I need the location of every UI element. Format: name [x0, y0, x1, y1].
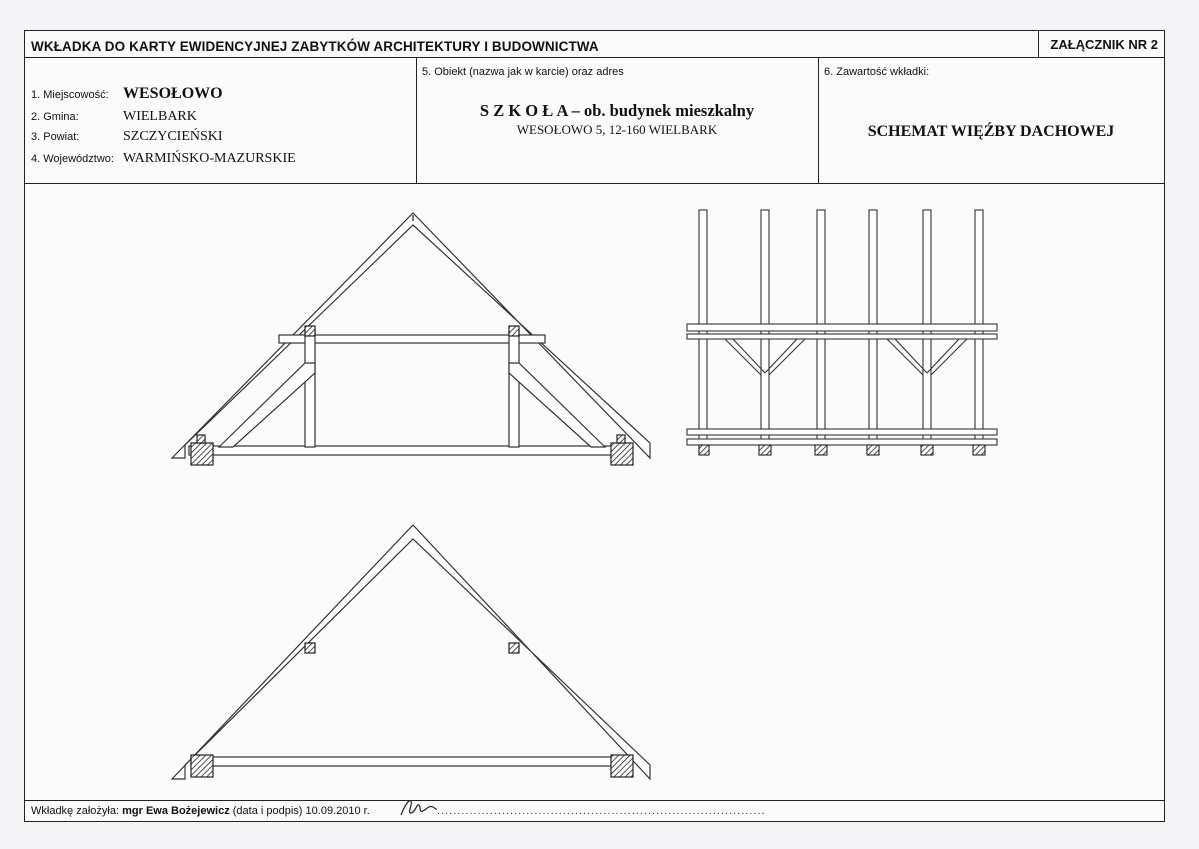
footer-row: Wkładkę założyła: mgr Ewa Bożejewicz (da…: [25, 800, 1164, 821]
object-label: 5. Obiekt (nazwa jak w karcie) oraz adre…: [422, 66, 624, 78]
author-name: mgr Ewa Bożejewicz: [122, 805, 230, 817]
truss-elevation: [686, 209, 998, 456]
annex-label: ZAŁĄCZNIK NR 2: [1038, 31, 1164, 57]
author-suffix: (data i podpis): [232, 805, 303, 817]
voivodeship-value: WARMIŃSKO-MAZURSKIE: [123, 151, 296, 166]
truss-section-simple: [170, 524, 651, 781]
contents-cell: 6. Zawartość wkładki: SCHEMAT WIĘŹBY DAC…: [818, 57, 1164, 183]
record-sheet: WKŁADKA DO KARTY EWIDENCYJNEJ ZABYTKÓW A…: [24, 30, 1165, 822]
voivodeship-field: 4. Województwo: WARMIŃSKO-MAZURSKIE: [31, 151, 296, 167]
voivodeship-label: 4. Województwo:: [31, 153, 114, 165]
sheet-title: WKŁADKA DO KARTY EWIDENCYJNEJ ZABYTKÓW A…: [31, 39, 599, 54]
author-line: Wkładkę założyła: mgr Ewa Bożejewicz (da…: [31, 805, 370, 817]
object-name: S Z K O Ł A – ob. budynek mieszkalny: [479, 101, 755, 120]
info-row: 1. Miejscowość: WESOŁOWO 2. Gmina: WIELBAR…: [25, 57, 1164, 184]
county-field: 3. Powiat: SZCZYCIEŃSKI: [31, 129, 223, 145]
county-value: SZCZYCIEŃSKI: [123, 129, 223, 144]
contents-title: SCHEMAT WIĘŹBY DACHOWEJ: [867, 123, 1115, 140]
header-row: WKŁADKA DO KARTY EWIDENCYJNEJ ZABYTKÓW A…: [25, 31, 1164, 58]
commune-label: 2. Gmina:: [31, 111, 79, 123]
signature: [400, 800, 438, 816]
contents-label: 6. Zawartość wkładki:: [824, 66, 930, 78]
locality-value: WESOŁOWO: [123, 85, 223, 102]
commune-value: WIELBARK: [123, 109, 197, 124]
county-label: 3. Powiat:: [31, 131, 80, 143]
truss-section-collar: [170, 212, 651, 466]
signature-line: ........................................…: [437, 805, 766, 817]
roof-truss-drawings: [170, 209, 998, 781]
author-date: 10.09.2010 r.: [305, 805, 370, 817]
drawings-area: [25, 183, 1166, 803]
object-cell: 5. Obiekt (nazwa jak w karcie) oraz adre…: [416, 57, 819, 183]
object-address: WESOŁOWO 5, 12-160 WIELBARK: [516, 122, 718, 137]
author-prefix: Wkładkę założyła:: [31, 805, 120, 817]
locality-label: 1. Miejscowość:: [31, 89, 109, 101]
location-cell: 1. Miejscowość: WESOŁOWO 2. Gmina: WIELBAR…: [25, 57, 417, 183]
commune-field: 2. Gmina: WIELBARK: [31, 109, 197, 125]
locality-field: 1. Miejscowość: WESOŁOWO: [31, 85, 223, 103]
